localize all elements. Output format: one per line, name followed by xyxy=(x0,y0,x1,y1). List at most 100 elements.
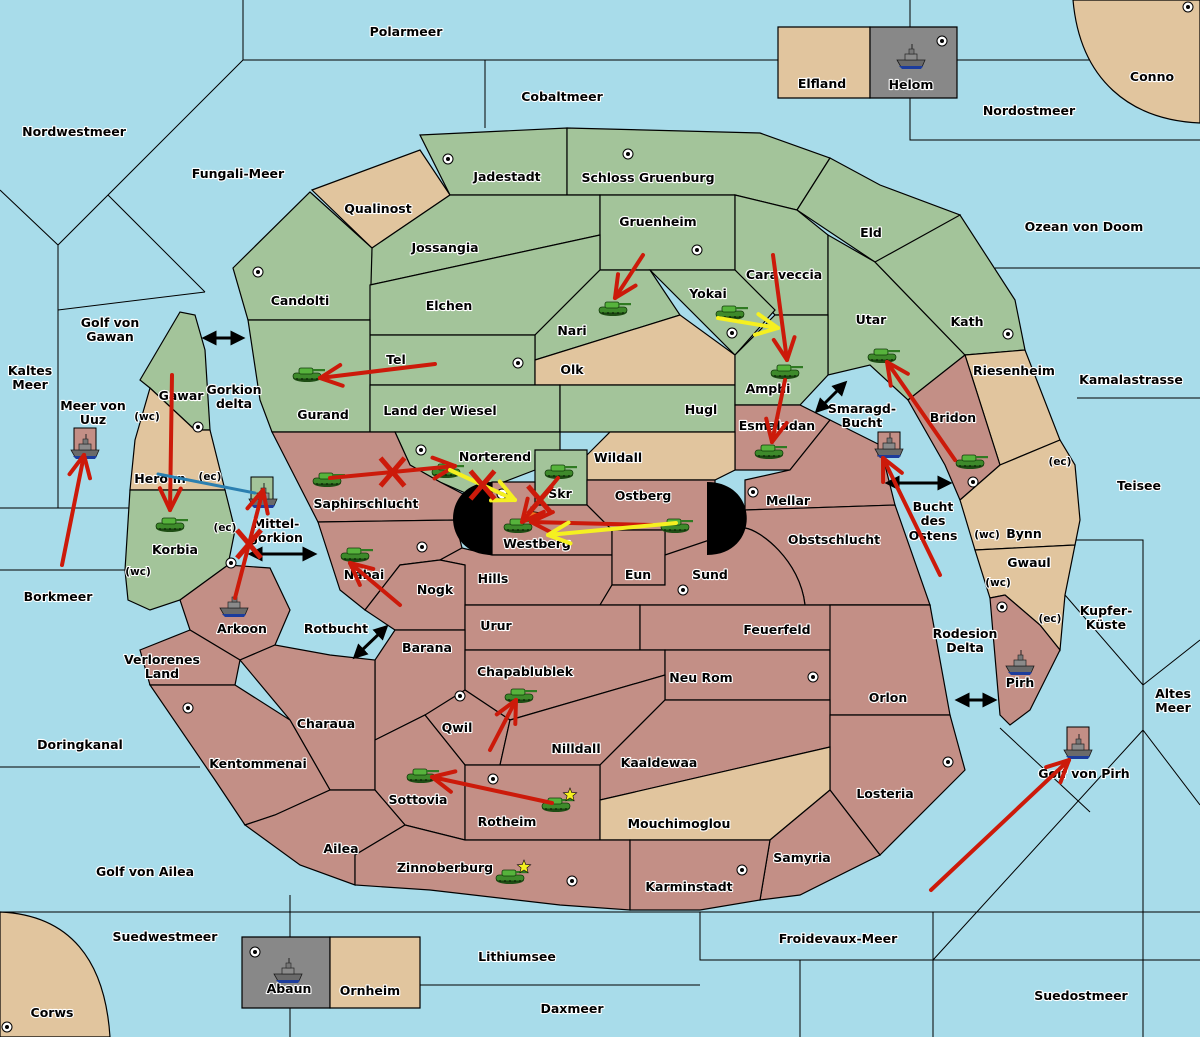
territory-verlorenes-land[interactable] xyxy=(139,629,241,686)
svg-text:Losteria: Losteria xyxy=(856,786,913,801)
svg-text:Gorkion: Gorkion xyxy=(206,382,261,397)
territory-label-nilldall: Nilldall xyxy=(550,740,601,757)
svg-text:Heronn: Heronn xyxy=(134,471,186,486)
move-order-arkoon-to-mittel-gorkion xyxy=(233,488,270,600)
move-order-caraveccia-to-amphi xyxy=(771,253,797,362)
territory-label-jadestadt: Jadestadt xyxy=(471,168,542,185)
svg-text:Mellar: Mellar xyxy=(766,493,811,508)
move-order-amphi-to-esmaladan xyxy=(764,378,789,444)
territory-label-kentommenai: Kentommenai xyxy=(208,755,308,772)
territory-yokai[interactable] xyxy=(648,269,776,356)
svg-text:Delta: Delta xyxy=(946,640,984,655)
territory-label-conno: Conno xyxy=(1129,68,1176,85)
territory-label-qwil: Qwil xyxy=(441,719,474,736)
territory-label-kath: Kath xyxy=(949,313,984,330)
territory-corws[interactable] xyxy=(0,911,111,1037)
sea-label-cobaltmeer: Cobaltmeer xyxy=(520,88,605,105)
svg-text:Cobaltmeer: Cobaltmeer xyxy=(521,89,603,104)
svg-text:Nordostmeer: Nordostmeer xyxy=(983,103,1076,118)
svg-text:Karminstadt: Karminstadt xyxy=(645,879,732,894)
svg-text:Wildall: Wildall xyxy=(594,450,642,465)
svg-text:Fungali-Meer: Fungali-Meer xyxy=(192,166,285,181)
territory-label-ailea: Ailea xyxy=(322,840,359,857)
supply-center-icon xyxy=(1182,1,1194,13)
supply-center-icon xyxy=(967,476,979,488)
supply-center-icon xyxy=(182,702,194,714)
supply-center-icon xyxy=(942,756,954,768)
territory-label-neu-rom: Neu Rom xyxy=(668,669,734,686)
svg-text:Ostberg: Ostberg xyxy=(615,488,672,503)
star-icon xyxy=(516,859,532,874)
svg-text:Kupfer-: Kupfer- xyxy=(1080,603,1133,618)
sea-border xyxy=(1142,639,1200,686)
svg-text:Tel: Tel xyxy=(386,352,406,367)
territory-label-utar: Utar xyxy=(855,311,889,328)
territory-label-elfland: Elfland xyxy=(797,75,848,92)
supply-center-icon xyxy=(747,486,759,498)
territory-label-eun: Eun xyxy=(624,566,653,583)
svg-text:Kath: Kath xyxy=(951,314,984,329)
fleet-unit-golf-von-pirh[interactable] xyxy=(1063,726,1093,760)
svg-text:Land: Land xyxy=(145,666,179,681)
territory-kath[interactable] xyxy=(874,214,1026,356)
supply-center-icon xyxy=(736,864,748,876)
territory-candolti[interactable] xyxy=(232,191,373,321)
svg-text:Mittel-: Mittel- xyxy=(253,516,300,531)
svg-text:Elfland: Elfland xyxy=(798,76,846,91)
support-order-norterend-to-westberg xyxy=(448,468,517,503)
territory-label-hugl: Hugl xyxy=(684,401,719,418)
territory-label-olk: Olk xyxy=(559,361,585,378)
sea-border xyxy=(932,729,1144,1037)
territory-karminstadt[interactable] xyxy=(629,839,771,911)
territory-label-ornheim: Ornheim xyxy=(339,982,402,999)
svg-text:Nilldall: Nilldall xyxy=(551,741,600,756)
coast-label: (ec) xyxy=(199,471,222,483)
fleet-unit-meer-von-uuz[interactable] xyxy=(70,427,100,460)
supply-center-icon xyxy=(454,690,466,702)
territory-label-korbia: Korbia xyxy=(151,541,199,558)
svg-text:Candolti: Candolti xyxy=(271,293,330,308)
svg-text:Meer: Meer xyxy=(12,377,48,392)
sea-label-lithiumsee: Lithiumsee xyxy=(477,948,557,965)
territory-label-gwaul: Gwaul xyxy=(1006,554,1052,571)
svg-text:Obstschlucht: Obstschlucht xyxy=(788,532,880,547)
adjacency-arrow-icon xyxy=(814,380,848,414)
svg-text:Arkoon: Arkoon xyxy=(217,621,267,636)
svg-text:Ozean von Doom: Ozean von Doom xyxy=(1025,219,1144,234)
territory-gruenheim[interactable] xyxy=(599,194,736,271)
territory-hills[interactable] xyxy=(438,547,613,606)
svg-text:Golf von: Golf von xyxy=(81,315,140,330)
territory-conno[interactable] xyxy=(1072,0,1200,124)
territory-ornheim[interactable] xyxy=(329,936,421,1009)
supply-center-icon xyxy=(726,327,738,339)
coast-label: (wc) xyxy=(134,411,160,423)
army-unit-rotheim[interactable] xyxy=(541,787,578,813)
sea-label-teisee: Teisee xyxy=(1116,477,1162,494)
impassable-west-cap xyxy=(453,482,492,555)
impassable-east-cap xyxy=(707,482,747,555)
territory-label-land-der-wiesel: Land der Wiesel xyxy=(382,402,497,419)
territory-label-amphi: Amphi xyxy=(744,380,791,397)
svg-text:Teisee: Teisee xyxy=(1117,478,1161,493)
svg-text:Elchen: Elchen xyxy=(426,298,473,313)
territory-label-jossangia: Jossangia xyxy=(409,239,479,256)
svg-text:Kaltes: Kaltes xyxy=(8,363,52,378)
svg-text:Eld: Eld xyxy=(860,225,882,240)
army-unit-zinnoberburg[interactable] xyxy=(495,859,532,885)
sea-label-rotbucht: Rotbucht xyxy=(303,620,370,637)
coast-label: (wc) xyxy=(974,529,1000,541)
svg-text:Verlorenes: Verlorenes xyxy=(124,652,200,667)
move-order-skr-to-westberg xyxy=(520,476,560,524)
fleet-unit-smaragd-bucht[interactable] xyxy=(874,431,904,459)
svg-text:Olk: Olk xyxy=(560,362,584,377)
sea-label-suedostmeer: Suedostmeer xyxy=(1033,987,1130,1004)
svg-text:Ornheim: Ornheim xyxy=(340,983,400,998)
svg-text:Bucht: Bucht xyxy=(913,499,954,514)
svg-text:Amphi: Amphi xyxy=(746,381,791,396)
svg-text:Nordwestmeer: Nordwestmeer xyxy=(22,124,127,139)
